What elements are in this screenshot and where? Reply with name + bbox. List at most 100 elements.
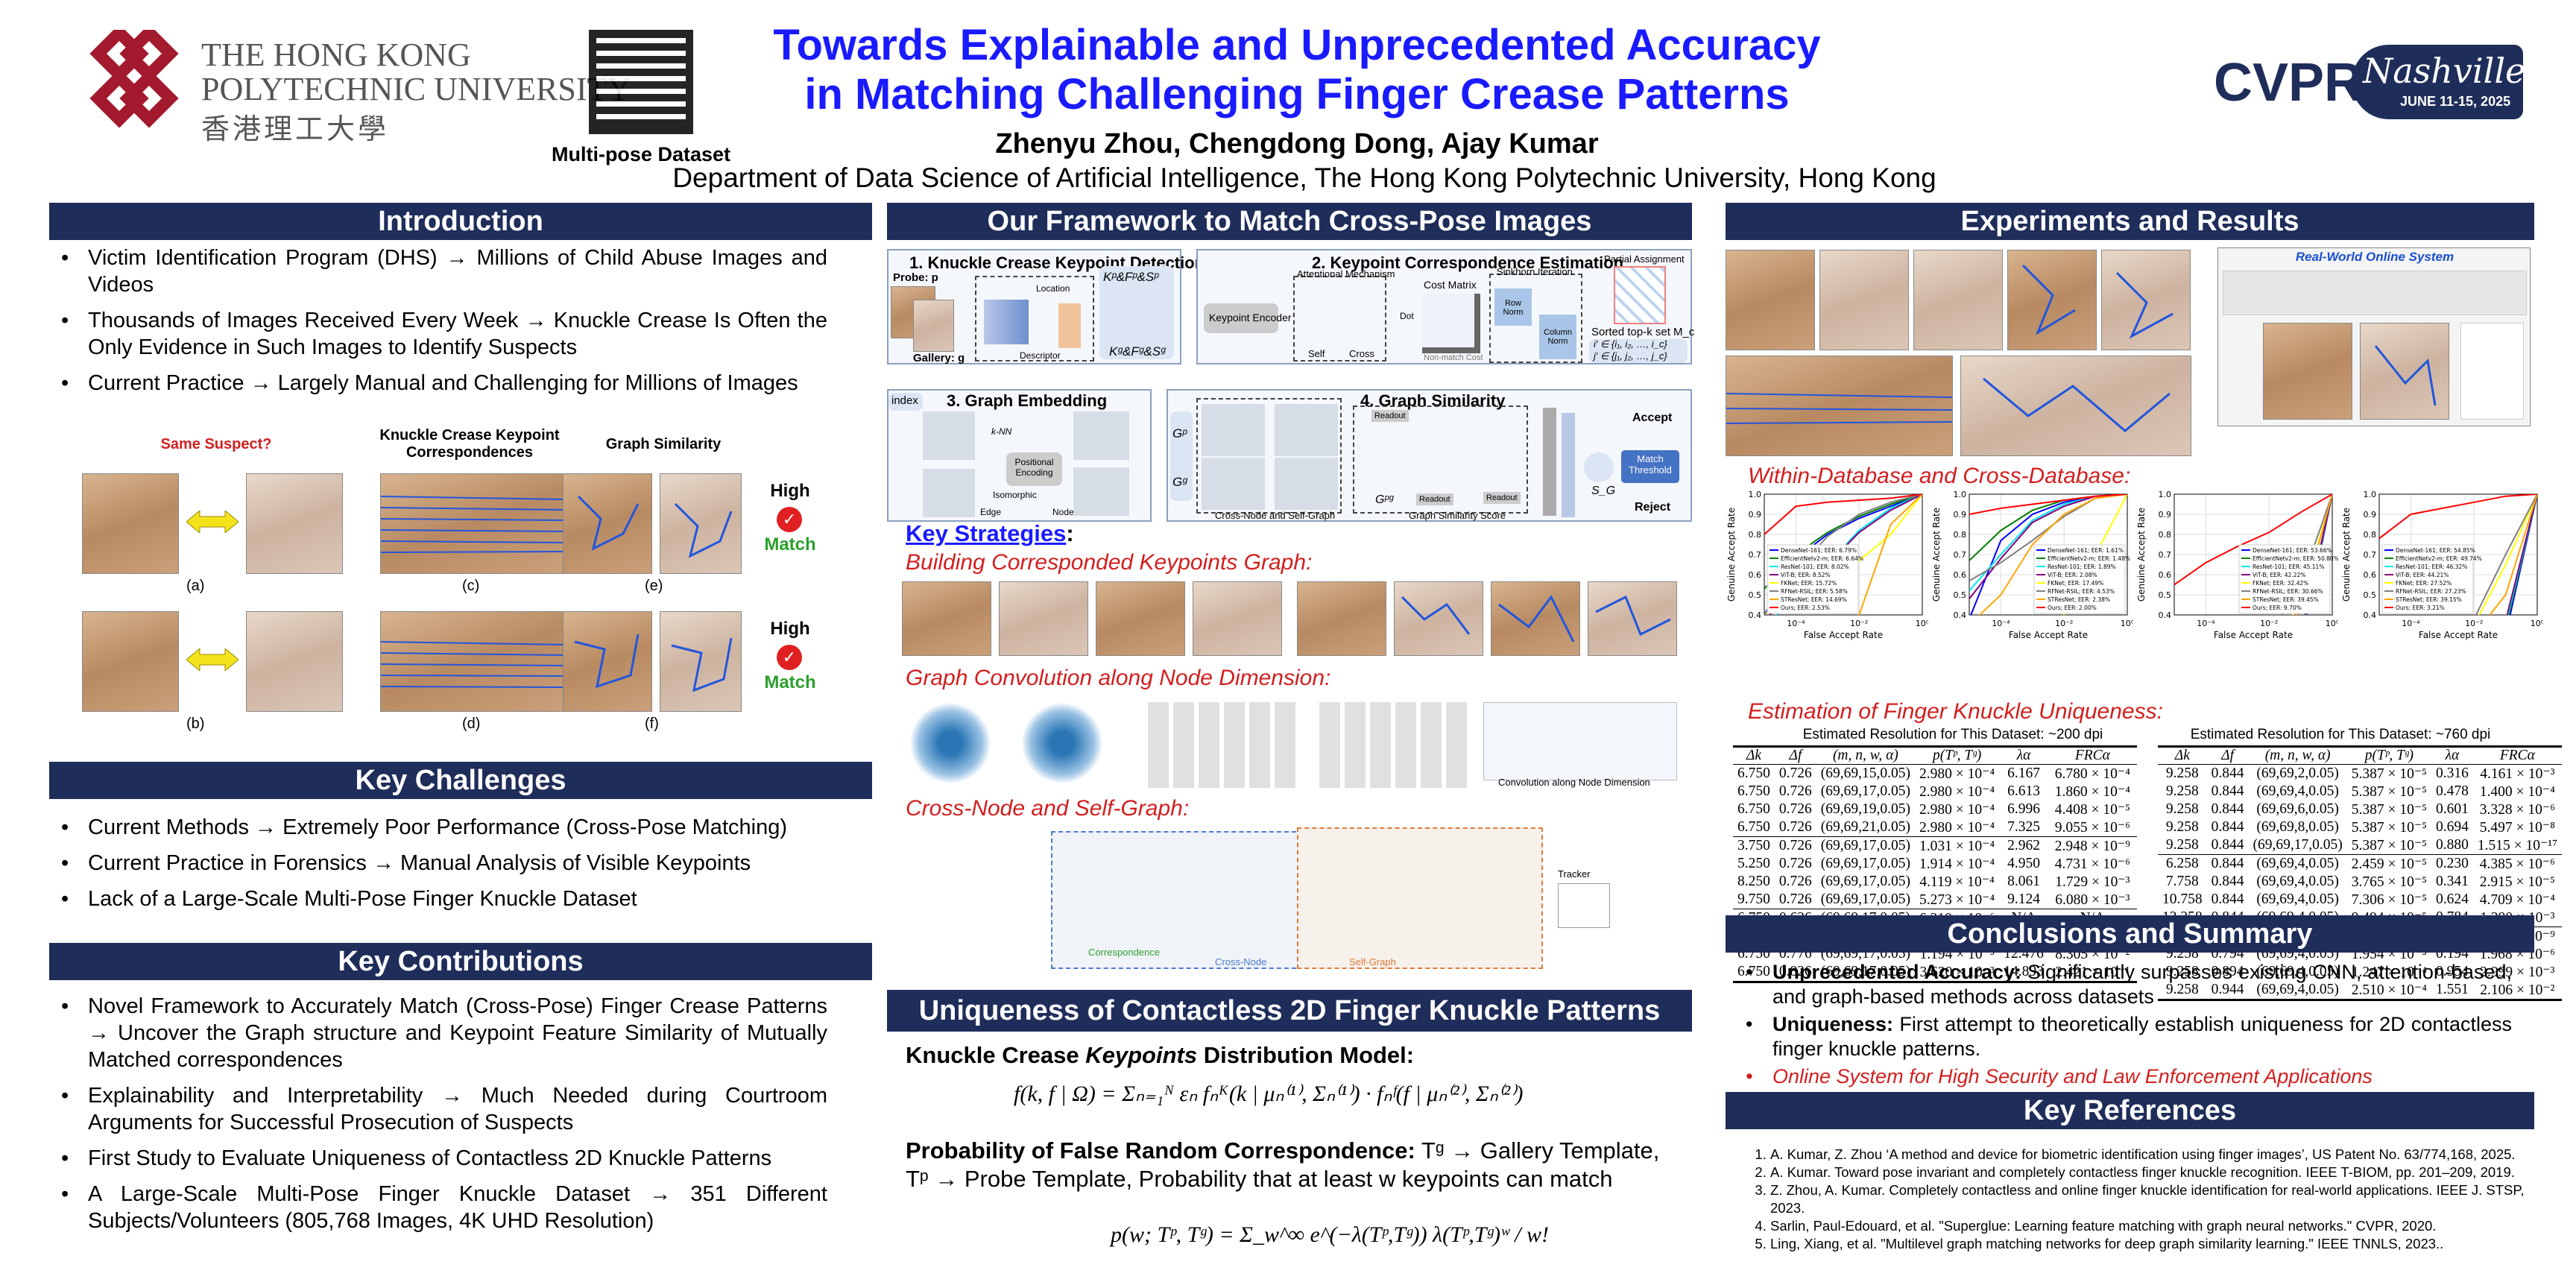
table-cell: 5.387 × 10⁻⁵ [2351,766,2427,782]
series-line [1978,494,2127,615]
online-system-title: Real-World Online System [2295,250,2455,264]
x-axis-label: False Accept Rate [1804,630,1883,640]
table-cell: 0.726 [1778,765,1812,781]
positional-encoding-box: Positional Encoding [1006,452,1062,486]
legend-entry: DenseNet-161; EER: 6.79% [1781,547,1857,554]
legend-entry: RFNet-RSIL; EER: 27.23% [2396,588,2466,595]
y-tick-label: 0.4 [1954,610,1967,620]
reference-item: Sarlin, Paul-Edouard, et al. "Superglue:… [1770,1217,2531,1235]
legend-box [1767,544,1859,614]
node-convolution-illustration [1483,702,1677,780]
readout-label: Readout [1371,410,1409,422]
row-norm-block: Row Norm [1494,288,1532,326]
table-cell: 1.860 × 10⁻⁴ [2054,784,2130,800]
y-tick-label: 1.0 [1749,490,1762,499]
sg-label: S_G [1591,484,1616,497]
dataset-qr-code[interactable] [589,30,693,134]
framework-diagram: 1. Knuckle Crease Keypoint Detection Pro… [887,240,1694,523]
graph-similarity-label: Graph Similarity [605,436,722,452]
table-cell: 0.844 [2211,783,2244,799]
key-strategies-title: Key Strategies [906,520,1067,546]
y-tick-label: 0.4 [1749,610,1762,620]
self-graph-block [1297,827,1543,969]
table-cell: (69,69,17,0.05) [2253,837,2343,853]
y-tick-label: 0.5 [2159,590,2172,600]
uniqueness-estimation-heading: Estimation of Finger Knuckle Uniqueness: [1748,699,2163,724]
conv-caption: Convolution along Node Dimension [1498,777,1650,788]
conclusion-uniqueness-bold: Uniqueness: [1772,1013,1894,1035]
y-tick-label: 0.6 [1954,570,1967,580]
table-cell: 9.750 [1737,891,1770,907]
table-cell: 2.980 × 10⁻⁴ [1919,820,1995,836]
graph-pair-panel [1170,411,1193,501]
contribution-bullet: A Large-Scale Multi-Pose Finger Knuckle … [52,1181,827,1234]
table-cell: 0.624 [2435,891,2469,907]
graph-image-f2 [660,611,742,712]
legend-entry: STResNet; EER: 39.15% [2396,596,2462,603]
legend-entry: STResNet; EER: 14.69% [1781,596,1847,603]
legend-box [2238,544,2331,614]
contributions-bullets: Novel Framework to Accurately Match (Cro… [52,993,827,1243]
probe-label: Probe: p [893,271,938,284]
gg-label: Gᵍ [1172,475,1187,489]
figure-label-f: (f) [645,716,659,732]
polyu-emblem-icon [89,30,179,128]
table-cell: 10.758 [2162,891,2203,907]
isomorphic-label: Isomorphic [993,490,1037,500]
cvpr-logo: CVPR Nashville JUNE 11-15, 2025 [2214,45,2527,127]
cross-node-label: Cross-Node [1215,956,1267,967]
legend-entry: EfficientNetv2-m; EER: 1.48% [2048,555,2130,562]
table-cell: 0.844 [2211,765,2244,781]
non-match-cost-label: Non-match Cost [1424,353,1483,362]
y-tick-label: 0.6 [1749,570,1762,580]
poster-title-line1: Towards Explainable and Unprecedented Ac… [773,21,1821,69]
graph-similarity-block [1353,405,1528,514]
graph-image-e1 [563,473,652,574]
table-cell: 0.844 [2211,874,2244,889]
table-cell: (69,69,19,0.05) [1820,801,1910,817]
x-tick-label: 10⁻⁴ [1992,619,2010,628]
y-tick-label: 0.5 [1954,590,1967,600]
legend-entry: Ours; EER: 3.21% [2396,604,2445,611]
accept-label: Accept [1632,411,1673,424]
topk-set-panel [1589,339,1688,363]
model-prefix: Knuckle Crease [906,1042,1086,1068]
gallery-label: Gallery: g [913,352,965,364]
series-line [2507,494,2537,615]
table-cell: 2.915 × 10⁻⁵ [2479,874,2555,890]
conclusion-accuracy-text: Significantly surpasses existing CNN, at… [1772,961,2512,1008]
plot-frame [1764,493,1923,616]
table-header-cell: Δk [2158,746,2207,765]
match-threshold-box: Match Threshold [1621,450,1679,483]
dot-label: Dot [1400,311,1414,321]
legend-entry: RFNet-RSIL; EER: 30.66% [2253,588,2323,595]
probe-keypoints-label: Kᵖ&Fᵖ&Sᵖ [1103,270,1159,284]
y-axis-label: Genuine Accept Rate [2341,508,2352,602]
legend-entry: RFNet-RSIL; EER: 4.53% [2048,588,2115,595]
y-tick-label: 0.8 [1954,530,1967,540]
legend-entry: FKNet; EER: 32.42% [2253,580,2308,587]
table-cell: 0.726 [1778,856,1812,871]
table-header-cell: FRCα [2472,746,2562,765]
legend-entry: ResNet-101; EER: 46.32% [2396,564,2467,570]
table-header-cell: p(Tᵖ, Tᵍ) [2346,746,2431,765]
legend-entry: ViT-B; EER: 2.08% [2048,572,2097,578]
tracker-label: Tracker [1558,868,1591,880]
figure-label-c: (c) [462,578,480,594]
table-cell: (69,69,4,0.05) [2256,891,2339,907]
sinkhorn-block [1489,274,1582,363]
conclusion-bullet: Online System for High Security and Law … [1737,1064,2512,1089]
table-cell: 5.387 × 10⁻⁵ [2351,820,2427,836]
table-cell: 4.709 × 10⁻⁴ [2479,892,2555,908]
table-cell: 0.844 [2211,837,2244,853]
table-header-cell: λα [1999,746,2048,765]
table-cell: 5.387 × 10⁻⁵ [2351,838,2427,853]
y-tick-label: 0.9 [2364,510,2377,520]
table-cell: (69,69,4,0.05) [2256,874,2339,889]
plot-frame [2174,493,2333,616]
poster-title-line2: in Matching Challenging Finger Crease Pa… [804,70,1790,119]
table-cell: 2.980 × 10⁻⁴ [1919,784,1995,800]
